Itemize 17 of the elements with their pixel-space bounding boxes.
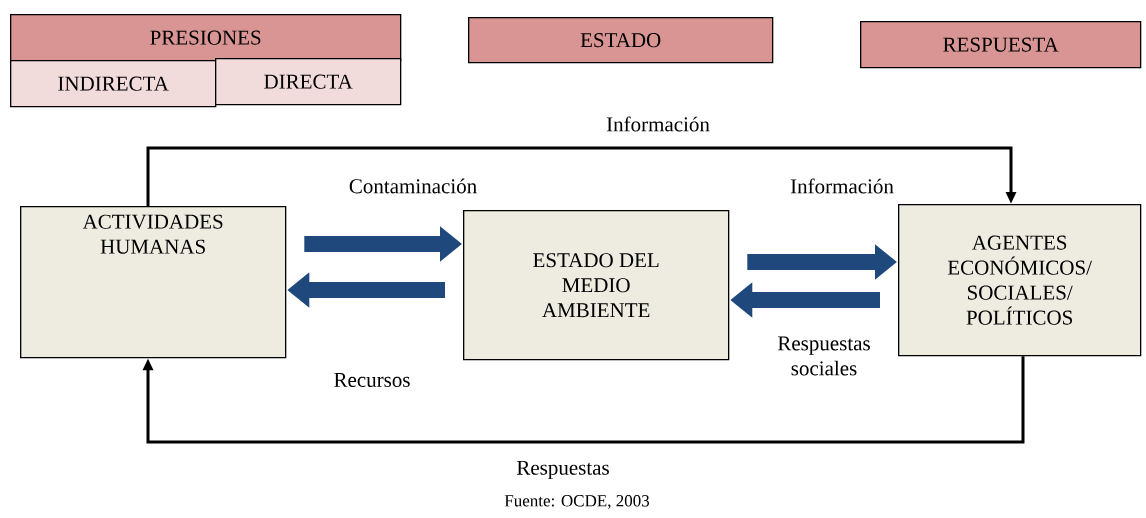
feedback-arrow	[146, 146, 1017, 206]
process-box: ESTADO DEL MEDIO AMBIENTE	[463, 210, 730, 361]
edge-label: Contaminación	[349, 178, 477, 194]
edge-label: Recursos	[334, 373, 410, 387]
header-box: ESTADO	[468, 17, 774, 64]
header-box: PRESIONES	[10, 14, 402, 62]
process-box: ACTIVIDADES HUMANAS	[20, 206, 287, 359]
header-box: DIRECTA	[215, 58, 402, 106]
edge-label: Respuestas sociales	[777, 336, 870, 376]
header-box: RESPUESTA	[860, 21, 1142, 69]
edge-label: Respuestas	[516, 460, 609, 480]
edge-label: Información	[606, 116, 710, 132]
header-box: INDIRECTA	[10, 60, 217, 108]
edge-label: Información	[790, 178, 894, 194]
process-box: AGENTES ECONÓMICOS/ SOCIALES/ POLÍTICOS	[898, 204, 1142, 357]
feedback-arrow	[142, 356, 1025, 444]
source-note: Fuente: OCDE, 2003	[504, 495, 650, 509]
